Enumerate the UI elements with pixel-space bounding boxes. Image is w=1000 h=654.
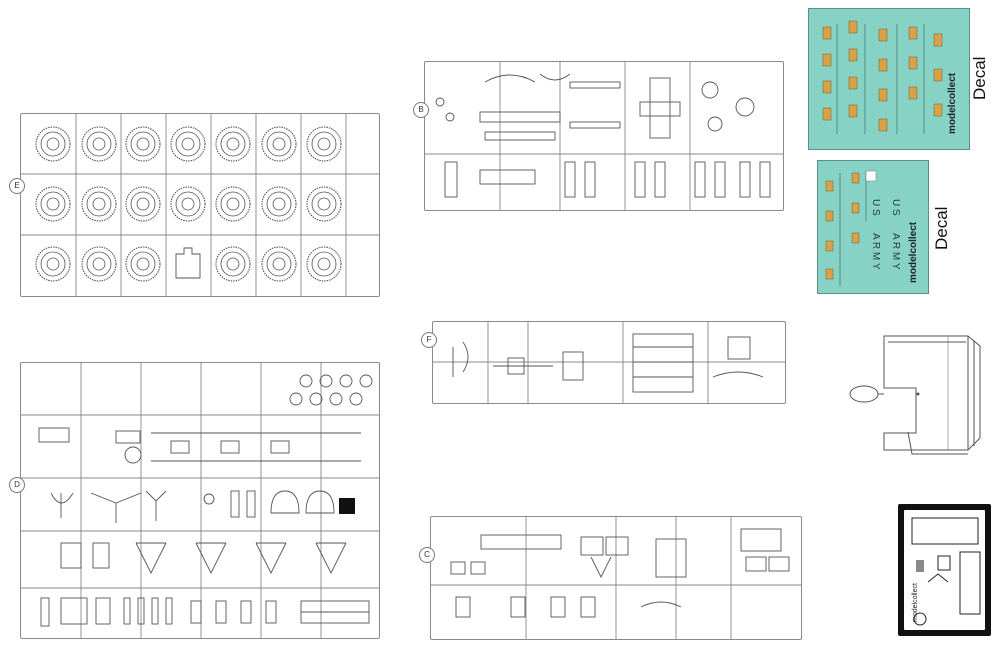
wheel-ring: [311, 191, 337, 217]
wheel-ring: [125, 126, 161, 162]
wheel-ring: [92, 197, 106, 211]
wheel-ring: [317, 197, 331, 211]
wheel-ring: [317, 257, 331, 271]
hub-part: [175, 247, 201, 279]
wheel-ring: [175, 131, 201, 157]
wheel-ring: [81, 186, 117, 222]
wheel-ring: [136, 137, 150, 151]
sprue-e-wheels: E: [9, 113, 380, 297]
sprue-b-drawing: [425, 62, 783, 210]
wheel-ring: [306, 126, 342, 162]
sprue-f-tag: F: [421, 332, 437, 348]
wheel-ring: [130, 251, 156, 277]
wheel-ring: [46, 137, 60, 151]
wheel-ring: [266, 131, 292, 157]
wheel-ring: [35, 246, 71, 282]
wheel-ring: [92, 257, 106, 271]
wheel-ring: [136, 257, 150, 271]
wheel-ring: [226, 257, 240, 271]
wheel-ring: [125, 186, 161, 222]
wheel-ring: [306, 246, 342, 282]
sprue-e-drawing: [21, 114, 379, 296]
decal-sheet-small: U S A R M Y U S A R M Y modelcollect: [817, 160, 929, 294]
wheel-ring: [181, 197, 195, 211]
wheel-ring: [46, 257, 60, 271]
wheel-ring: [86, 131, 112, 157]
decal-label-small: Decal: [932, 206, 951, 250]
wheel-ring: [130, 131, 156, 157]
wheel-ring: [215, 126, 251, 162]
decal-brand-large: modelcollect: [947, 72, 958, 134]
wheel-ring: [40, 131, 66, 157]
decal-army-text-2: A R M Y: [890, 233, 901, 270]
wheel-ring: [215, 186, 251, 222]
decal-us-text-2: U S: [890, 199, 901, 216]
decal-us-text: U S: [870, 199, 881, 216]
wheel-ring: [170, 186, 206, 222]
wheel-ring: [40, 251, 66, 277]
sprue-d-chassis: D: [9, 362, 380, 639]
sprue-f-parts: F: [421, 321, 786, 404]
wheel-ring: [35, 126, 71, 162]
sprue-b-parts: B: [413, 61, 784, 211]
sprue-c-tag: C: [419, 547, 435, 563]
wheel-ring: [261, 246, 297, 282]
wheel-ring: [170, 126, 206, 162]
wheel-ring: [272, 137, 286, 151]
wheel-ring: [220, 251, 246, 277]
wheel-ring: [266, 251, 292, 277]
sprue-e-tag: E: [9, 178, 25, 194]
decal-army-text: A R M Y: [870, 233, 881, 270]
sprue-b-tag: B: [413, 102, 429, 118]
wheel-ring: [125, 246, 161, 282]
sprue-f-drawing: [433, 322, 785, 403]
wheel-ring: [136, 197, 150, 211]
decal-sheet-large: modelcollect: [808, 8, 970, 150]
wheel-ring: [92, 137, 106, 151]
sprue-d-drawing: [21, 363, 379, 638]
photo-etch-parts: [911, 517, 981, 626]
wheel-ring: [306, 186, 342, 222]
wheel-ring: [266, 191, 292, 217]
wheel-ring: [46, 197, 60, 211]
wheel-ring: [261, 186, 297, 222]
photo-etch-fret: modelcollect: [898, 504, 991, 636]
wheel-ring: [86, 191, 112, 217]
wheel-ring: [261, 126, 297, 162]
decal-brand-small: modelcollect: [908, 221, 919, 283]
wheel-ring: [35, 186, 71, 222]
sprue-c-parts: C: [419, 516, 802, 640]
wheel-ring: [175, 191, 201, 217]
wheel-ring: [272, 257, 286, 271]
wheel-ring: [86, 251, 112, 277]
wheel-ring: [130, 191, 156, 217]
wheel-ring: [40, 191, 66, 217]
wheel-ring: [226, 137, 240, 151]
wheel-ring: [215, 246, 251, 282]
wheel-ring: [272, 197, 286, 211]
cab-body-part: [849, 335, 981, 455]
sprue-d-tag: D: [9, 477, 25, 493]
wheel-ring: [181, 137, 195, 151]
sprue-c-drawing: [431, 517, 801, 639]
decal-markings-small: [825, 170, 877, 286]
wheel-ring: [220, 191, 246, 217]
wheel-ring: [311, 131, 337, 157]
wheel-ring: [317, 137, 331, 151]
decal-label-large: Decal: [970, 56, 989, 100]
wheel-ring: [311, 251, 337, 277]
wheel-ring: [81, 126, 117, 162]
wheel-ring: [220, 131, 246, 157]
photo-etch-brand: modelcollect: [912, 583, 919, 622]
wheel-ring: [226, 197, 240, 211]
decal-markings-large: [822, 20, 943, 134]
wheel-ring: [81, 246, 117, 282]
